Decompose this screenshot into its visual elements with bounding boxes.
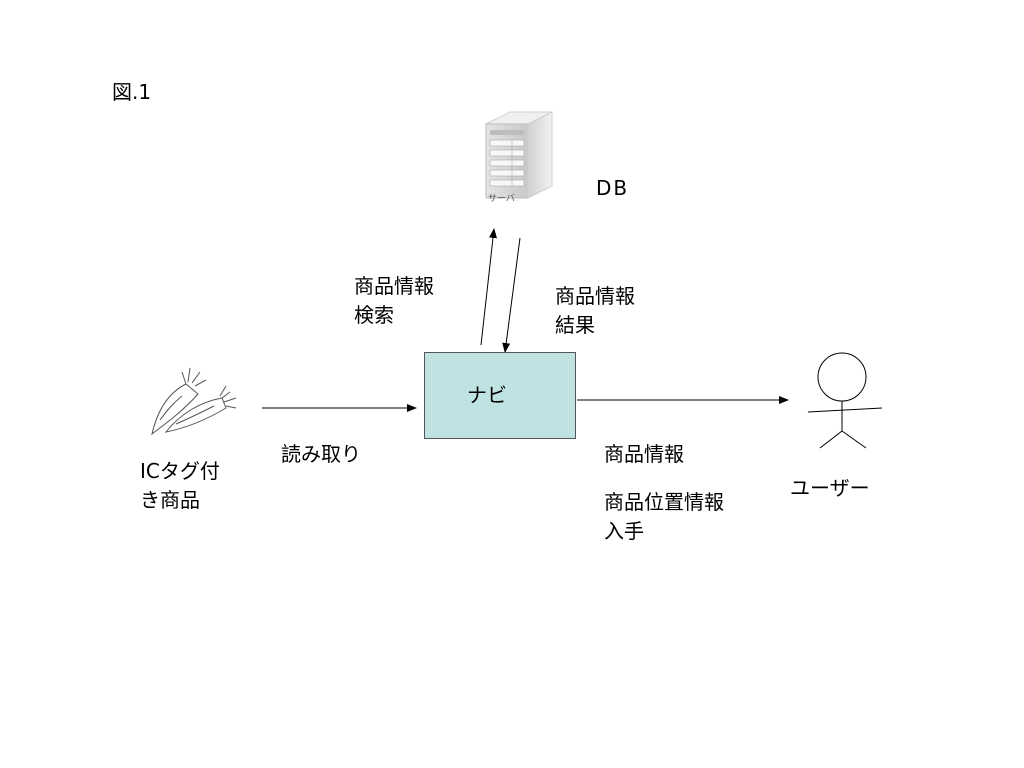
location-info-line1: 商品位置情報	[604, 490, 724, 514]
location-info-label: 商品位置情報 入手	[604, 488, 724, 546]
arrow-result	[502, 237, 521, 353]
navi-label: ナビ	[467, 383, 507, 407]
figure-label: 図.1	[112, 80, 152, 104]
arrow-search	[480, 228, 497, 346]
server-caption: サーバ	[488, 194, 515, 204]
search-label: 商品情報 検索	[354, 272, 434, 330]
carrot-icon	[151, 367, 237, 436]
result-label-line1: 商品情報	[555, 284, 635, 308]
user-label: ユーザー	[790, 476, 870, 500]
read-label: 読み取り	[281, 442, 361, 466]
search-label-line2: 検索	[354, 303, 394, 327]
search-label-line1: 商品情報	[354, 274, 434, 298]
product-label-line1: ICタグ付	[140, 459, 220, 483]
db-label: DB	[596, 176, 630, 200]
navi-box: ナビ	[424, 352, 576, 439]
result-label-line2: 結果	[555, 313, 595, 337]
product-info-label: 商品情報	[604, 442, 684, 466]
product-label-line2: き商品	[140, 488, 200, 512]
result-label: 商品情報 結果	[555, 282, 635, 340]
user-icon	[807, 352, 883, 449]
server-icon	[485, 111, 553, 199]
product-label: ICタグ付 き商品	[140, 457, 220, 515]
location-info-line2: 入手	[604, 519, 644, 543]
